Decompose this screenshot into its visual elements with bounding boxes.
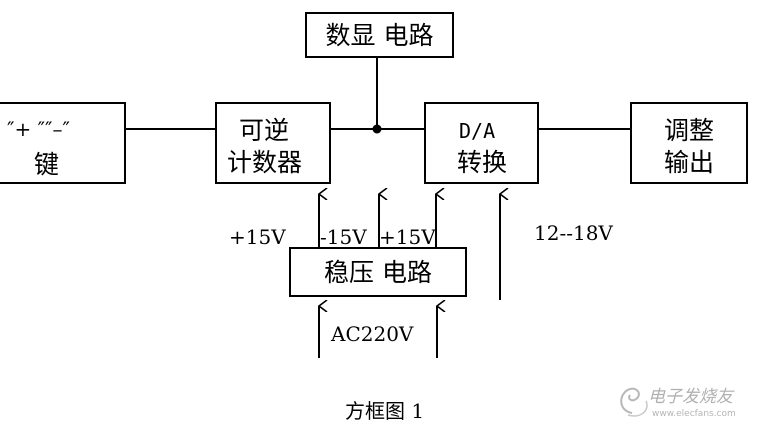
da-label-line2: 转换: [457, 148, 508, 177]
voltage-label-12-18v: 12--18V: [534, 221, 613, 245]
watermark-swirl-icon: 电子发烧友 www.elecfans.com: [620, 387, 736, 419]
da-converter-block: D/A 转换: [424, 102, 539, 184]
key-label: 键: [34, 150, 60, 179]
adjust-output-block: 调整 输出: [630, 102, 748, 184]
display-circuit-block: 数显 电路: [305, 12, 454, 58]
voltage-label-minus15: -15V: [320, 225, 367, 249]
adjust-label-line2: 输出: [664, 148, 715, 177]
elecfans-watermark-logo: 电子发烧友 www.elecfans.com: [612, 381, 752, 421]
junction-dot: [372, 124, 382, 134]
regulator-label: 稳压 电路: [324, 258, 432, 287]
voltage-label-plus15-left: +15V: [229, 225, 286, 249]
adjust-label-line1: 调整: [664, 116, 715, 145]
da-label-line1: D/A: [459, 119, 496, 143]
counter-label-line1: 可逆: [239, 116, 290, 145]
regulator-circuit-block: 稳压 电路: [289, 247, 467, 297]
figure-caption: 方框图 1: [345, 399, 425, 423]
svg-text:www.elecfans.com: www.elecfans.com: [652, 409, 736, 419]
voltage-label-ac220: AC220V: [331, 322, 414, 346]
counter-label-line2: 计数器: [227, 148, 303, 177]
svg-text:电子发烧友: 电子发烧友: [648, 387, 735, 407]
key-block: ″+ ″″–″ 键: [0, 102, 126, 184]
voltage-label-plus15-right: +15V: [379, 225, 436, 249]
display-circuit-label: 数显 电路: [325, 21, 434, 50]
key-symbols-label: ″+ ″″–″: [7, 117, 70, 141]
reversible-counter-block: 可逆 计数器: [215, 102, 331, 184]
